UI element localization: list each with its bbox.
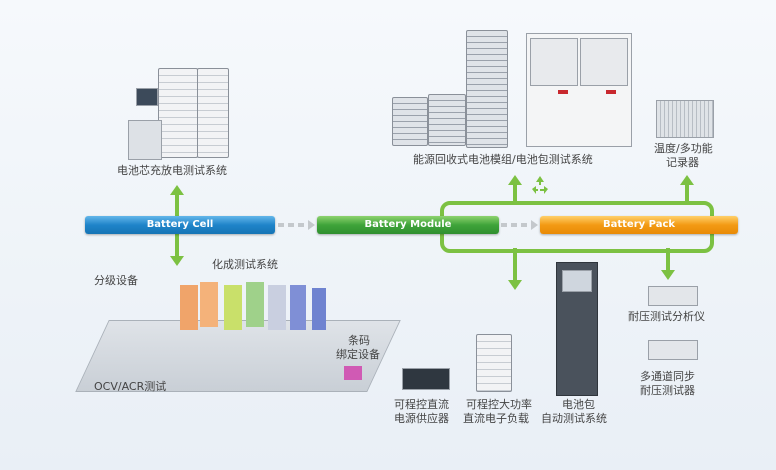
pack-ate-down-arrow [508,280,522,290]
cell-to-module-dash [278,223,310,227]
hipot-analyzer-label: 耐压测试分析仪 [628,310,705,323]
barcode-label-2: 绑定设备 [336,348,380,361]
module-to-pack-dash [501,223,533,227]
cell-up-arrow [170,185,184,195]
dc-load-label-1: 可程控大功率 [466,398,532,411]
dc-supply-label-2: 电源供应器 [394,412,449,425]
grading-label: 分级设备 [94,274,138,287]
energy-recovery-up-connector [513,184,517,201]
formation-label: 化成测试系统 [212,258,278,271]
pack-ate-down-connector [513,248,517,280]
temp-recorder-label-2: 记录器 [666,156,699,169]
battery-pack-stage: Battery Pack [540,216,738,234]
cell-up-connector [175,194,179,216]
ocv-acr-label: OCV/ACR测试 [94,380,167,393]
dc-load-label-2: 直流电子负载 [463,412,529,425]
cell-down-connector [175,234,179,256]
hipot-down-arrow [661,270,675,280]
pack-ate-label-1: 电池包 [562,398,595,411]
recycle-icon [529,174,551,196]
energy-recovery-label: 能源回收式电池模组/电池包测试系统 [413,153,593,166]
multi-hipot-label-2: 耐压测试器 [640,384,695,397]
battery-module-stage: Battery Module [317,216,499,234]
cell-down-arrow [170,256,184,266]
barcode-label-1: 条码 [348,334,370,347]
battery-cell-stage: Battery Cell [85,216,275,234]
cell-charge-system-label: 电池芯充放电测试系统 [117,164,227,177]
recorder-up-connector [685,184,689,201]
dc-supply-label-1: 可程控直流 [394,398,449,411]
module-to-pack-arrow [531,220,538,230]
hipot-down-connector [666,248,670,270]
energy-recovery-up-arrow [508,175,522,185]
pack-ate-label-2: 自动测试系统 [541,412,607,425]
temp-recorder-label-1: 温度/多功能 [654,142,713,155]
cell-to-module-arrow [308,220,315,230]
multi-hipot-label-1: 多通道同步 [640,370,695,383]
recorder-up-arrow [680,175,694,185]
